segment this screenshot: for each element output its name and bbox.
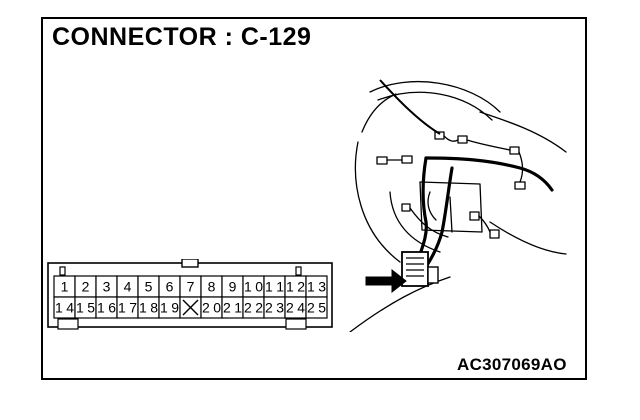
pin-cell: [305, 296, 328, 319]
figure-code: AC307069AO: [457, 355, 567, 374]
dashboard-line: [479, 111, 567, 153]
connector-guide-right: [295, 266, 302, 276]
pin-number: 1: [61, 279, 69, 295]
steering-wheel-rim: [354, 141, 401, 263]
pin-number: 5: [145, 279, 153, 295]
main-wire-harness: [414, 156, 554, 274]
pin-number: 4: [124, 279, 132, 295]
pin-number: 9: [229, 279, 237, 295]
right-arrow-icon: [365, 268, 407, 294]
connector-foot-left: [57, 318, 79, 330]
connector-guide-left: [59, 266, 66, 276]
antenna-wire: [379, 79, 441, 135]
connector-location-drawing: [349, 79, 567, 332]
connector-foot-right: [285, 318, 307, 330]
pin-number: 8: [208, 279, 216, 295]
connector-latch: [181, 259, 199, 268]
pin-number: 2: [82, 279, 90, 295]
connector-title: CONNECTOR : C-129: [52, 23, 312, 51]
target-connector: [401, 251, 439, 287]
empty-pin-x-mark: [182, 299, 199, 316]
pin-number: 3: [103, 279, 111, 295]
pin-number: 7: [187, 279, 195, 295]
pin-number: 6: [166, 279, 174, 295]
